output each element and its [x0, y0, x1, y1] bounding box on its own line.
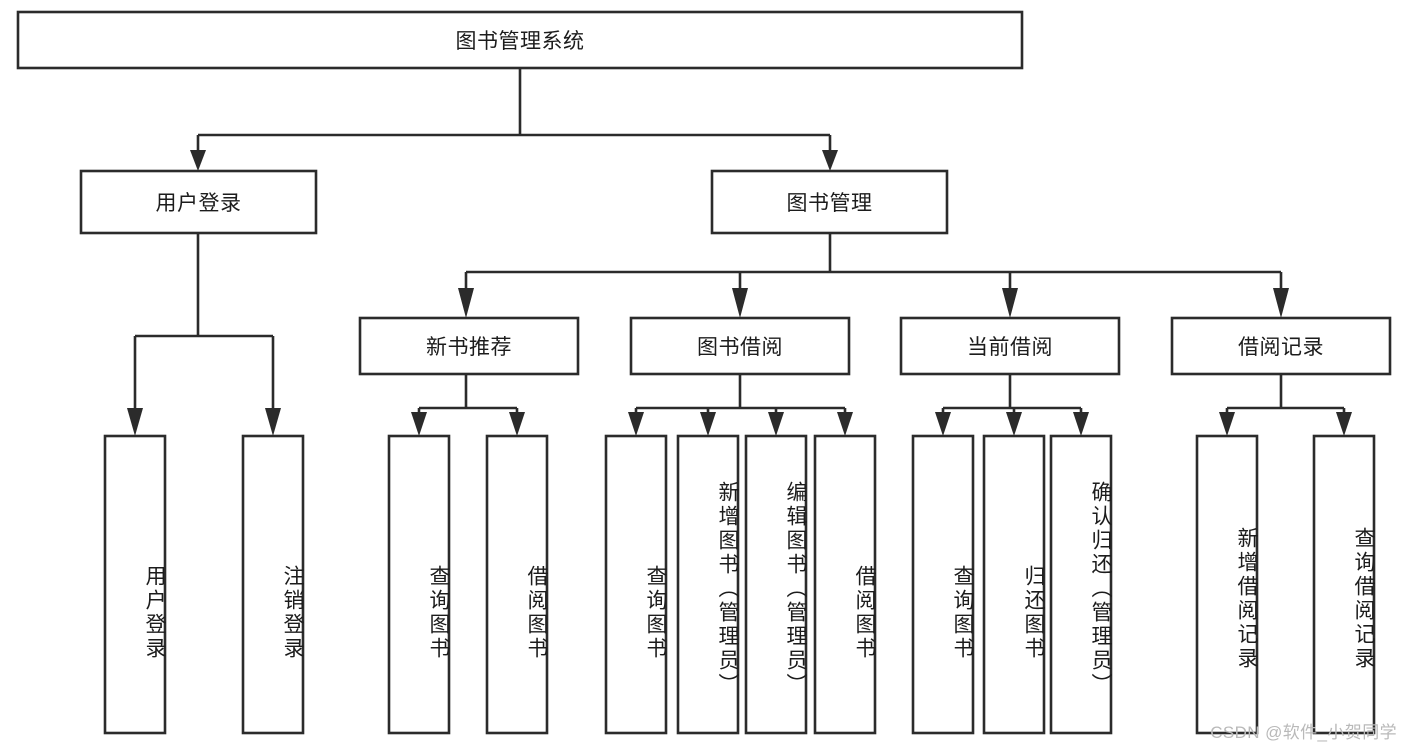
box-leaf-query-books-recommend[interactable]	[387, 434, 451, 735]
arrowhead-leaf-query-books-borrow	[628, 412, 644, 436]
box-user-login[interactable]	[79, 169, 318, 235]
arrowhead-leaf-add-borrow-record	[1219, 412, 1235, 436]
connectors-book-management	[458, 233, 1289, 318]
arrowhead-book-borrow	[732, 288, 748, 318]
box-leaf-edit-book-admin[interactable]	[744, 434, 808, 735]
box-leaf-query-books-current[interactable]	[911, 434, 975, 735]
arrowhead-leaf-query-books-current	[935, 412, 951, 436]
arrowhead-current-borrow	[1002, 288, 1018, 318]
arrowhead-leaf-return-books	[1006, 412, 1022, 436]
box-book-borrow[interactable]	[629, 316, 851, 376]
arrowhead-book-management	[822, 150, 838, 171]
arrowhead-borrow-records	[1273, 288, 1289, 318]
box-leaf-confirm-return-admin[interactable]	[1049, 434, 1113, 735]
arrowhead-leaf-confirm-return-admin	[1073, 412, 1089, 436]
box-leaf-return-books[interactable]	[982, 434, 1046, 735]
box-leaf-query-borrow-record[interactable]	[1312, 434, 1376, 735]
box-root[interactable]	[16, 10, 1024, 70]
arrowhead-leaf-borrow-books-recommend	[509, 412, 525, 436]
box-borrow-records[interactable]	[1170, 316, 1392, 376]
connectors-root	[190, 68, 838, 171]
arrowhead-leaf-add-book-admin	[700, 412, 716, 436]
connectors-book-borrow	[628, 374, 853, 436]
arrowhead-new-book-recommend	[458, 288, 474, 318]
connectors-borrow-records	[1219, 374, 1352, 436]
box-leaf-user-login[interactable]	[103, 434, 167, 735]
box-current-borrow[interactable]	[899, 316, 1121, 376]
watermark-text: CSDN @软件_小贺同学	[1210, 723, 1397, 742]
box-book-management[interactable]	[710, 169, 949, 235]
box-leaf-add-book-admin[interactable]	[676, 434, 740, 735]
arrowhead-leaf-borrow-books	[837, 412, 853, 436]
node-boxes	[16, 10, 1392, 735]
connectors-user-login	[127, 233, 281, 436]
box-new-book-recommend[interactable]	[358, 316, 580, 376]
arrowhead-leaf-logout-login	[265, 408, 281, 436]
arrowhead-leaf-query-books-recommend	[411, 412, 427, 436]
box-leaf-borrow-books-recommend[interactable]	[485, 434, 549, 735]
arrowhead-user-login	[190, 150, 206, 171]
box-leaf-query-books-borrow[interactable]	[604, 434, 668, 735]
connectors-new-book-recommend	[411, 374, 525, 436]
box-leaf-logout-login[interactable]	[241, 434, 305, 735]
connectors-current-borrow	[935, 374, 1089, 436]
arrowhead-leaf-user-login	[127, 408, 143, 436]
box-leaf-add-borrow-record[interactable]	[1195, 434, 1259, 735]
arrowhead-leaf-edit-book-admin	[768, 412, 784, 436]
arrowhead-leaf-query-borrow-record	[1336, 412, 1352, 436]
box-leaf-borrow-books[interactable]	[813, 434, 877, 735]
